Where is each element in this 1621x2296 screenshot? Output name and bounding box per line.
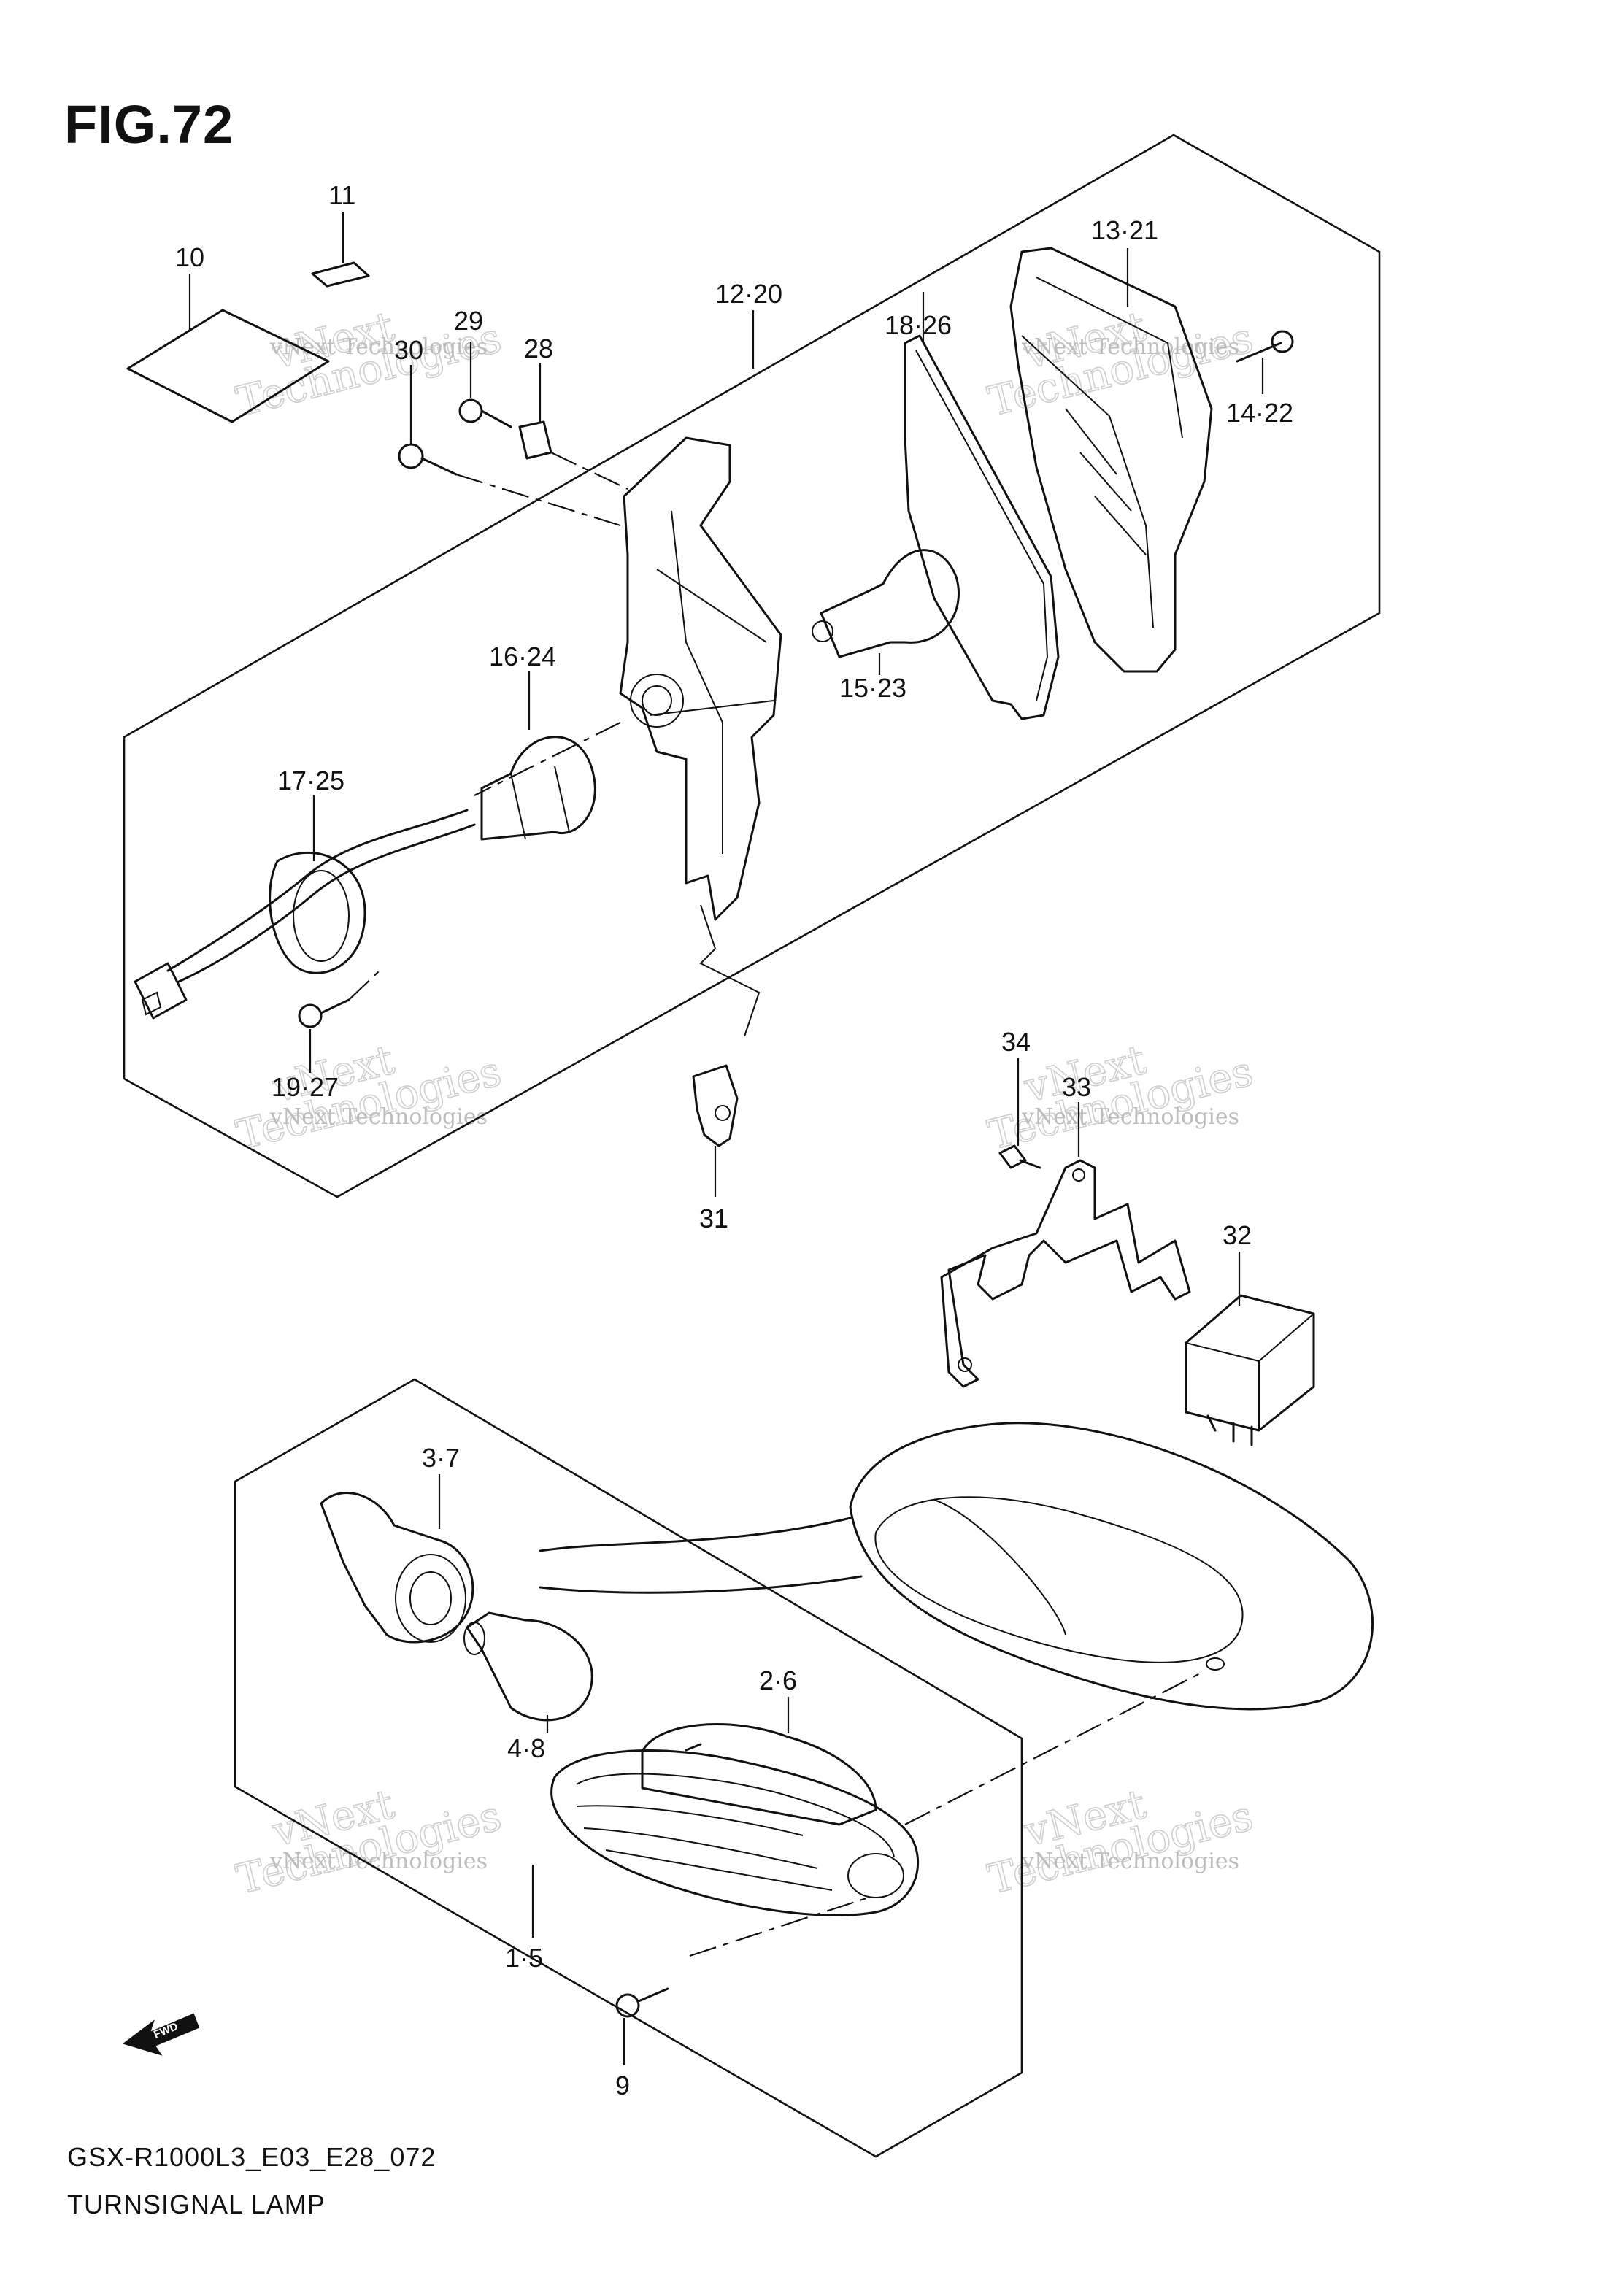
clip-nut-part — [518, 363, 552, 460]
callout-15-23: 15·23 — [839, 673, 906, 703]
alignment-line-1 — [455, 473, 621, 527]
callout-10: 10 — [175, 242, 204, 272]
watermark-bottom-right: vNext Technologies vNext Technologies — [983, 1780, 1258, 1904]
svg-text:vNext Technologies: vNext Technologies — [1021, 334, 1239, 360]
small-block-part — [311, 212, 370, 288]
harness-screw-part — [298, 970, 380, 1073]
svg-text:vNext Technologies: vNext Technologies — [269, 334, 488, 360]
callout-2-6: 2·6 — [759, 1665, 797, 1695]
callout-14-22: 14·22 — [1226, 398, 1293, 428]
forward-direction-arrow-icon: FWD — [122, 2013, 200, 2056]
retaining-clip-part — [692, 904, 761, 1197]
figure-title: FIG.72 — [64, 94, 234, 155]
alignment-line-2 — [550, 452, 628, 490]
svg-text:vNext Technologies: vNext Technologies — [1021, 1849, 1239, 1874]
callout-16-24: 16·24 — [489, 642, 556, 671]
turn-signal-lens-lower-part — [531, 1749, 920, 1938]
callout-4-8: 4·8 — [507, 1733, 545, 1763]
socket-lower-part — [320, 1474, 474, 1644]
callout-11: 11 — [328, 180, 355, 210]
lamp-housing-bracket-part — [619, 310, 782, 921]
lamp-inner-housing-part — [641, 1697, 877, 1826]
label-sheet-part — [126, 274, 330, 423]
alignment-line-3 — [904, 1671, 1205, 1825]
bulb-lower-part — [463, 1611, 593, 1733]
callout-17-25: 17·25 — [277, 766, 344, 795]
screw-30-part — [398, 365, 458, 476]
screw-29-part — [458, 342, 512, 428]
mirror-housing-part — [539, 1422, 1374, 1711]
assembly-name: TURNSIGNAL LAMP — [67, 2189, 326, 2219]
socket-upper-part — [480, 671, 596, 841]
upper-assembly-frame — [123, 134, 1381, 1198]
lens-gasket-part — [904, 292, 1060, 720]
lens-screw-part — [1236, 330, 1294, 394]
callout-9: 9 — [615, 2070, 630, 2100]
alignment-line-4 — [689, 1896, 869, 1957]
lower-assembly-frame — [234, 1378, 1023, 2158]
callout-19-27: 19·27 — [272, 1072, 339, 1102]
bracket-bolt-part — [998, 1058, 1041, 1169]
callout-32: 32 — [1223, 1220, 1252, 1250]
bulb-upper-part — [812, 549, 960, 675]
callout-34: 34 — [1001, 1027, 1031, 1057]
svg-text:vNext Technologies: vNext Technologies — [1021, 1104, 1239, 1130]
turn-signal-relay-part — [1185, 1252, 1315, 1446]
callout-1-5: 1·5 — [505, 1943, 543, 1973]
callout-18-26: 18·26 — [885, 310, 952, 340]
callout-29: 29 — [454, 306, 483, 336]
callout-31: 31 — [699, 1203, 728, 1233]
callout-30: 30 — [394, 335, 423, 365]
callout-3-7: 3·7 — [422, 1443, 460, 1473]
wire-harness-part — [134, 722, 621, 1020]
relay-bracket-part — [940, 1102, 1191, 1388]
model-code: GSX-R1000L3_E03_E28_072 — [67, 2142, 436, 2172]
callout-33: 33 — [1062, 1072, 1091, 1102]
watermark-top-right: vNext Technologies vNext Technologies — [983, 302, 1258, 426]
callout-28: 28 — [524, 334, 553, 363]
callout-12-20: 12·20 — [715, 279, 782, 309]
lens-lower-screw-part — [615, 1987, 669, 2065]
turn-signal-lens-part — [1009, 247, 1213, 673]
callout-13-21: 13·21 — [1091, 215, 1158, 245]
svg-text:vNext Technologies: vNext Technologies — [269, 1104, 488, 1130]
watermark-bottom-left: vNext Technologies vNext Technologies — [231, 1780, 507, 1904]
